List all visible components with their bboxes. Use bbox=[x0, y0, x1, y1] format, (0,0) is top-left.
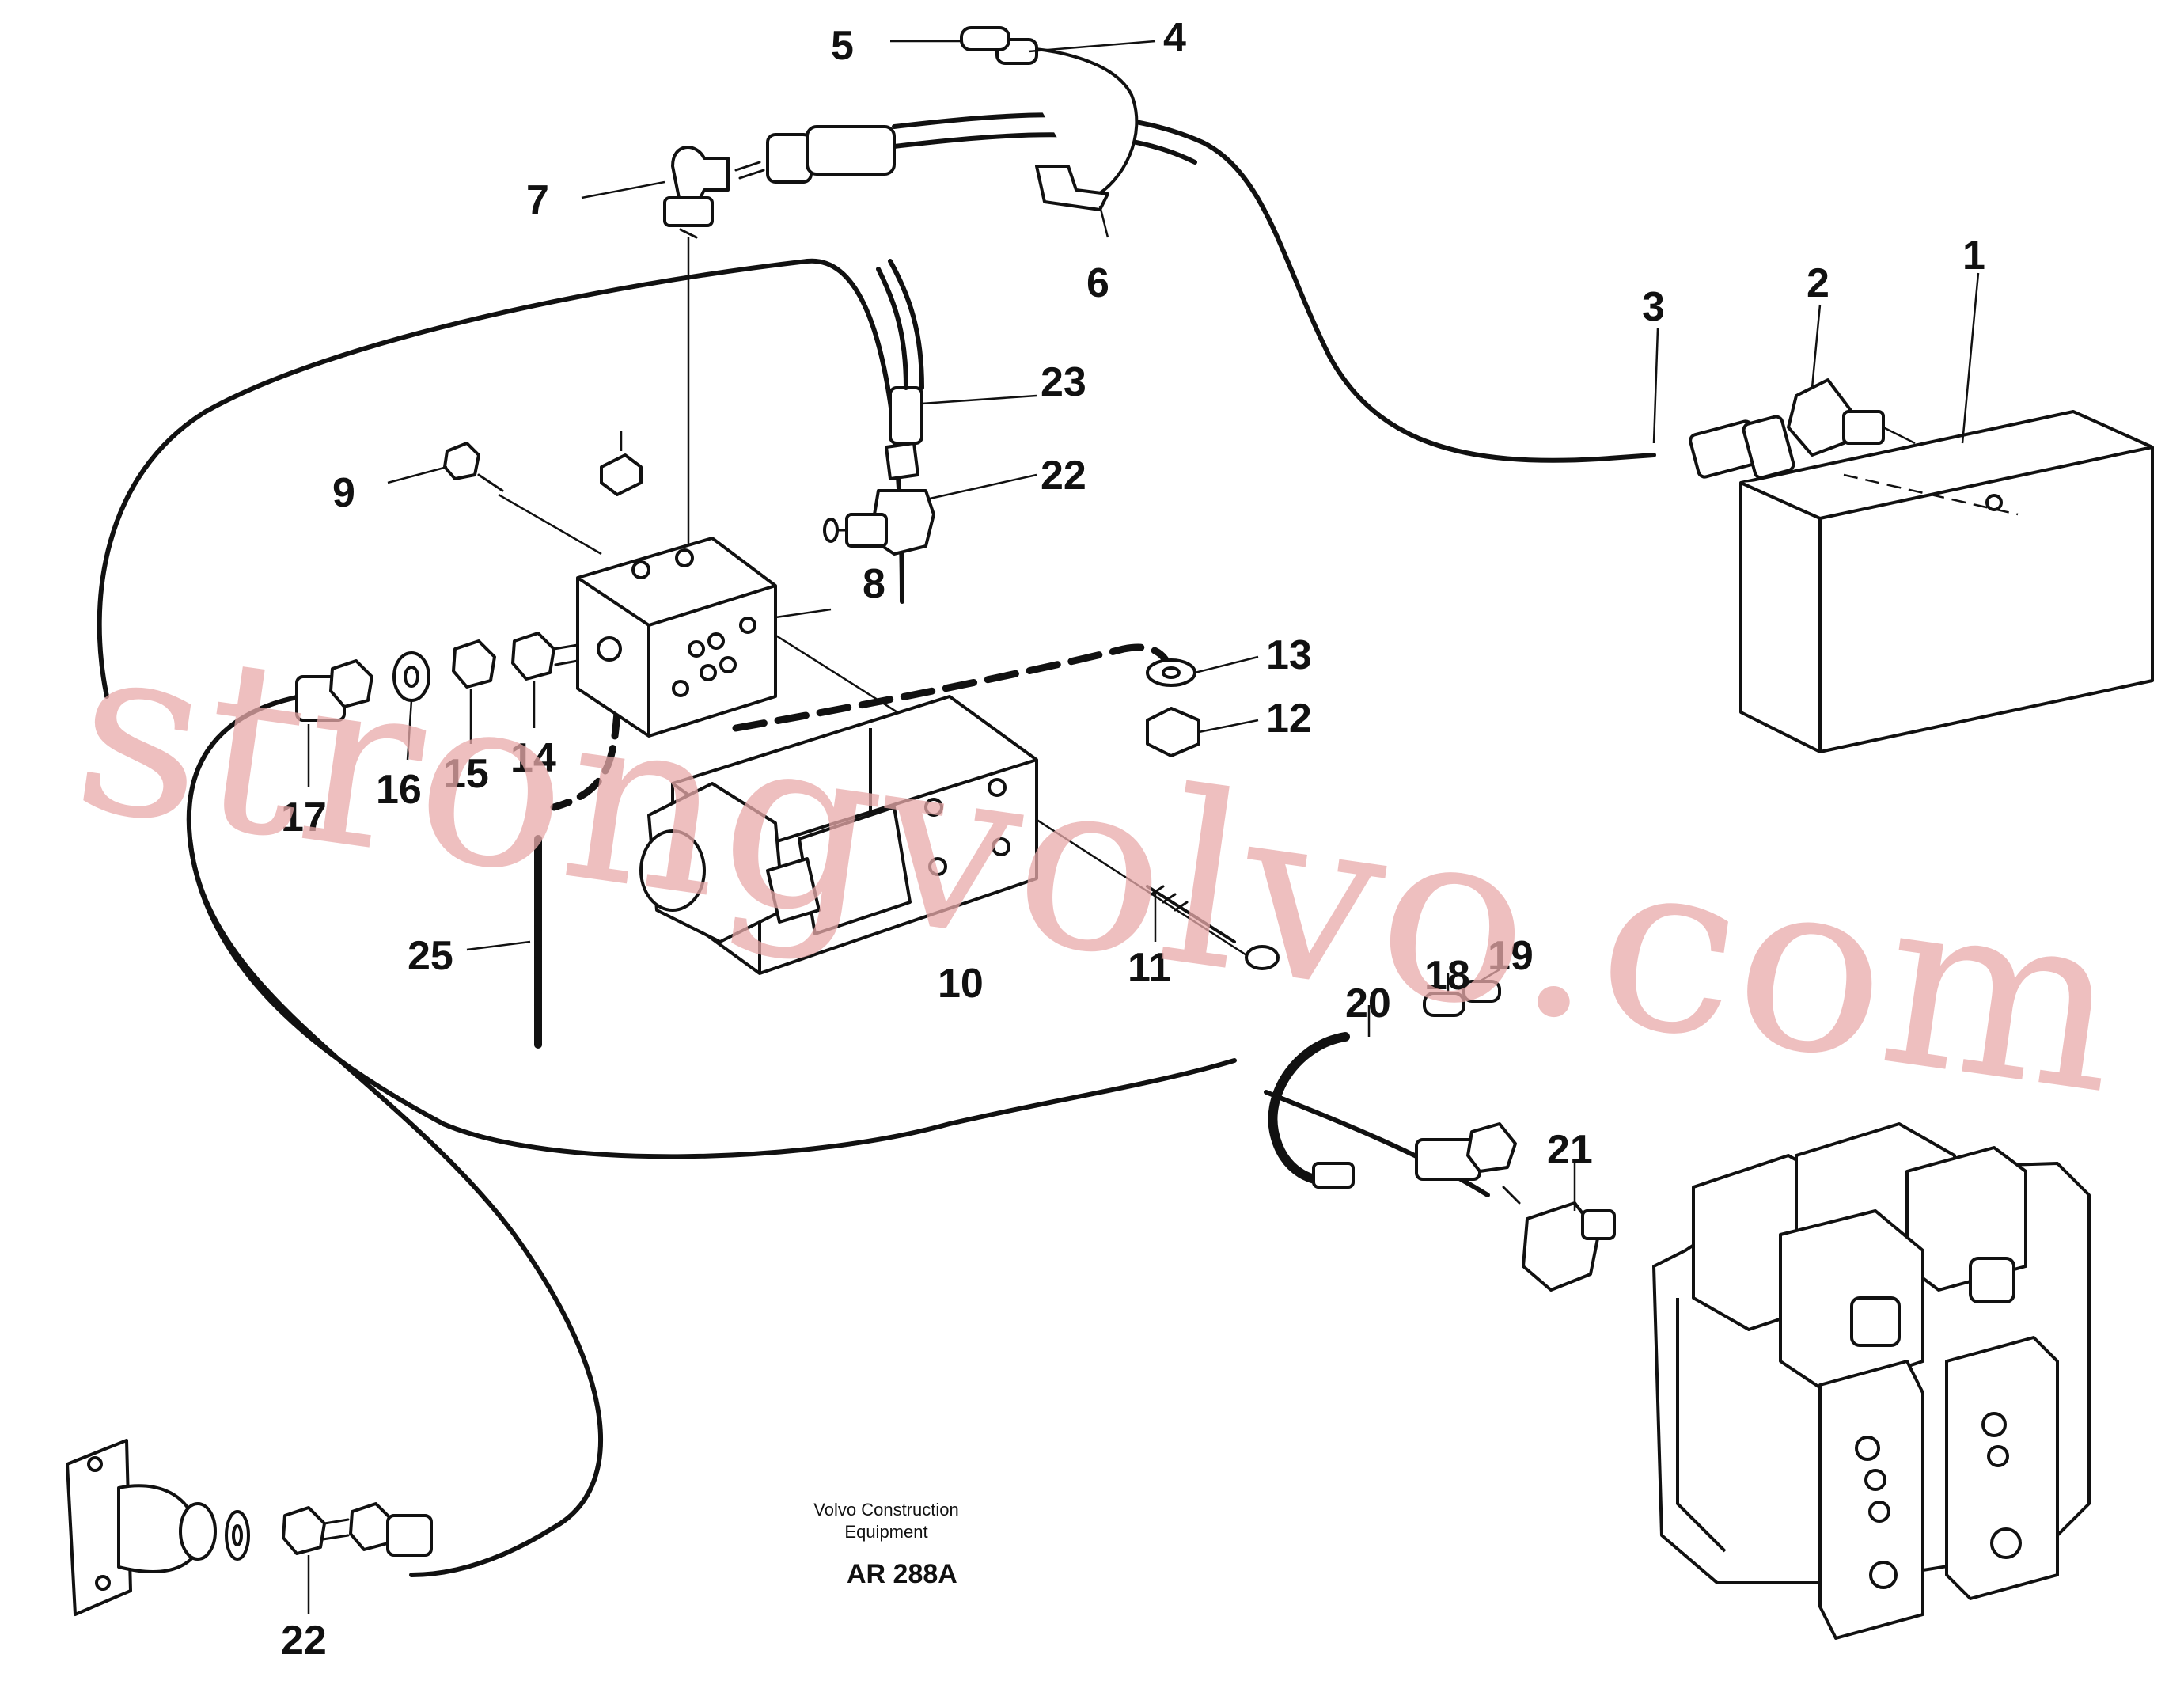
part-20-strap-clamp bbox=[1268, 1005, 1371, 1189]
callout-2: 2 bbox=[1807, 260, 1829, 306]
valve-bank bbox=[1652, 1122, 2091, 1640]
callout-22-bottom: 22 bbox=[281, 1618, 327, 1664]
callout-8: 8 bbox=[863, 561, 885, 607]
part-11-bolt bbox=[1146, 885, 1280, 970]
diagram-code: AR 288A bbox=[847, 1559, 957, 1589]
callout-20: 20 bbox=[1345, 981, 1391, 1026]
callout-16: 16 bbox=[376, 767, 422, 813]
callout-15: 15 bbox=[443, 751, 489, 797]
part-19-clamp-clip bbox=[1462, 980, 1501, 1003]
hose-lines bbox=[97, 112, 1656, 1577]
part-22-elbow-top bbox=[823, 442, 935, 556]
part-14-fitting bbox=[511, 632, 579, 681]
part-18-clamp-clip bbox=[1423, 992, 1465, 1017]
part-9-bolt bbox=[443, 442, 602, 556]
callout-25: 25 bbox=[408, 933, 453, 979]
part-2-elbow-fitting bbox=[1787, 378, 1916, 457]
part-22-fitting-bottom bbox=[282, 1502, 433, 1614]
callout-17: 17 bbox=[281, 795, 327, 840]
credit-line-1: Volvo Construction bbox=[813, 1500, 958, 1520]
callout-3: 3 bbox=[1642, 284, 1665, 330]
callout-14: 14 bbox=[510, 735, 556, 781]
credit-line-2: Equipment bbox=[844, 1522, 927, 1542]
part-7-elbow bbox=[663, 125, 896, 554]
callout-7: 7 bbox=[526, 177, 549, 223]
callout-18: 18 bbox=[1424, 953, 1470, 999]
callout-5: 5 bbox=[831, 23, 854, 69]
part-6-clamp-bracket bbox=[1035, 165, 1109, 211]
mount-flange bbox=[66, 1439, 250, 1616]
callout-22-top: 22 bbox=[1041, 453, 1086, 499]
leader-lines bbox=[307, 40, 1980, 1211]
part-16-washer bbox=[392, 651, 430, 702]
callout-13: 13 bbox=[1266, 632, 1312, 678]
callout-23: 23 bbox=[1041, 359, 1086, 405]
part-1-box bbox=[1739, 410, 2154, 753]
callout-4: 4 bbox=[1163, 15, 1186, 61]
part-17-hose-end bbox=[295, 659, 373, 722]
callout-labels: 1 2 3 4 5 6 7 8 9 10 11 12 13 14 15 16 1… bbox=[281, 15, 1985, 1664]
callout-11: 11 bbox=[1128, 945, 1171, 991]
callout-19: 19 bbox=[1488, 933, 1534, 979]
part-5-clamp-clip bbox=[960, 26, 1010, 51]
block-nut bbox=[600, 431, 643, 496]
callout-10: 10 bbox=[938, 961, 984, 1007]
credit-block: Volvo Construction Equipment AR 288A bbox=[813, 1500, 958, 1589]
part-21-elbow bbox=[1415, 1122, 1616, 1292]
part-12-nut bbox=[1146, 707, 1259, 757]
callout-21: 21 bbox=[1547, 1127, 1593, 1173]
part-25-threaded-rod bbox=[534, 835, 542, 1049]
part-15-fitting bbox=[452, 639, 496, 689]
part-10-solenoid-valve bbox=[639, 695, 1038, 975]
part-23-hose-end bbox=[876, 259, 924, 445]
part-13-washer bbox=[1146, 655, 1259, 687]
callout-1: 1 bbox=[1962, 233, 1985, 279]
callout-9: 9 bbox=[332, 470, 355, 516]
part-3-hose-end bbox=[1689, 415, 1795, 480]
part-8-valve-block bbox=[576, 537, 832, 738]
callout-12: 12 bbox=[1266, 696, 1312, 742]
callout-6: 6 bbox=[1086, 260, 1109, 306]
